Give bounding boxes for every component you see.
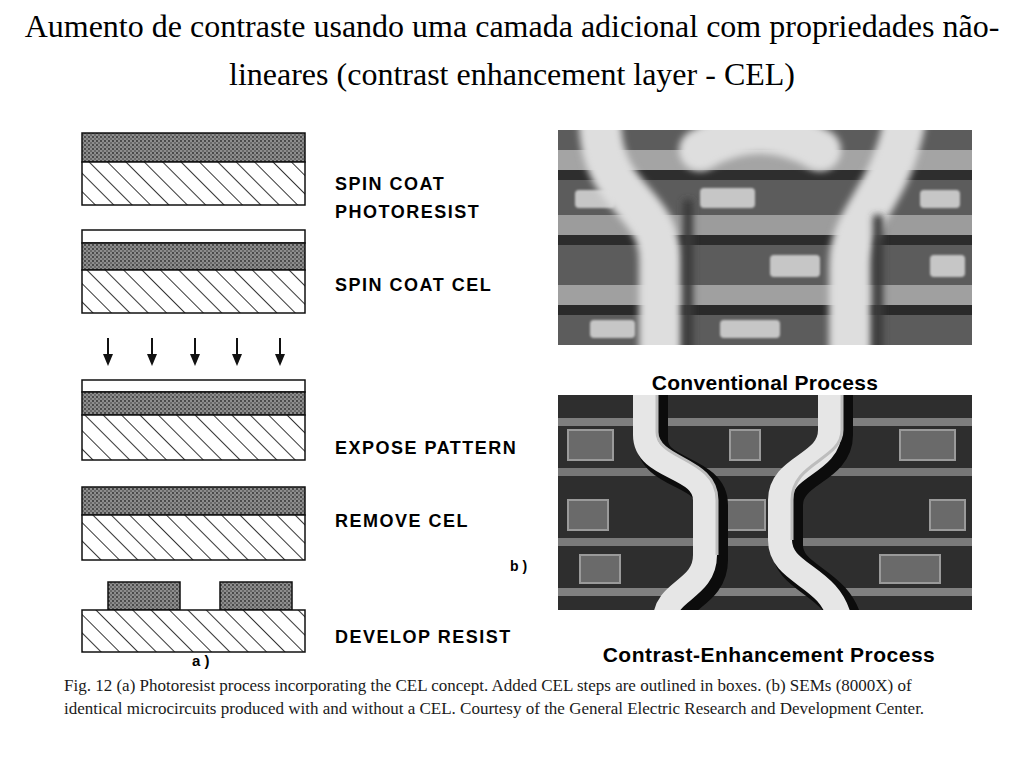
layer-stack — [82, 582, 305, 652]
layer-stack — [82, 230, 305, 313]
layer-stack — [82, 610, 305, 652]
sem-image — [688, 200, 878, 345]
exposure-arrows — [279, 338, 281, 356]
panel-letter: a ) — [192, 652, 210, 670]
layer-stack — [82, 515, 305, 560]
sem-image — [558, 285, 972, 305]
sem-image — [780, 395, 840, 610]
sem-image — [700, 133, 820, 151]
layer-stack — [82, 380, 305, 392]
step-label: DEVELOP RESIST — [335, 623, 512, 651]
sem-image — [770, 255, 820, 277]
sem-image — [920, 190, 960, 208]
exposure-arrows — [107, 338, 109, 356]
exposure-arrows — [190, 354, 200, 366]
exposure-arrows — [103, 354, 113, 366]
sem-image — [568, 430, 613, 460]
sem-image — [558, 395, 972, 610]
layer-stack — [82, 380, 305, 460]
layer-stack — [82, 270, 305, 313]
layer-stack — [82, 487, 305, 560]
sem-image — [568, 430, 965, 583]
sem-image — [645, 395, 705, 610]
sem-image — [930, 500, 965, 530]
layer-stack — [82, 133, 305, 205]
slide-title: Aumento de contraste usando uma camada a… — [6, 2, 1018, 98]
sem-image — [645, 395, 840, 610]
sem-image — [730, 430, 760, 460]
sem-image — [792, 395, 842, 540]
step-label: EXPOSE PATTERN — [335, 434, 517, 462]
sem-image — [720, 320, 780, 338]
sem-image — [930, 255, 965, 277]
step-label: REMOVE CEL — [335, 507, 469, 535]
panel-letter: b ) — [510, 557, 527, 575]
exposure-arrows — [275, 354, 285, 366]
step-label: SPIN COAT CEL — [335, 271, 492, 299]
exposure-arrows — [103, 338, 285, 366]
sem-image — [558, 588, 972, 596]
sem-image — [558, 468, 972, 476]
exposure-arrows — [194, 338, 196, 356]
sem-image — [558, 235, 972, 245]
image-label: Conventional Process — [652, 370, 879, 396]
layer-stack — [82, 487, 305, 515]
sem-image — [558, 418, 972, 426]
sem-image — [558, 305, 972, 315]
sem-image — [600, 130, 905, 345]
sem-image — [600, 130, 660, 345]
sem-image — [580, 555, 620, 583]
sem-image — [873, 215, 883, 345]
layer-stack — [82, 230, 305, 243]
layer-stack — [108, 582, 180, 610]
exposure-arrows — [232, 354, 242, 366]
layer-stack — [82, 162, 305, 205]
layer-stack — [82, 415, 305, 460]
figure-caption: Fig. 12 (a) Photoresist process incorpor… — [64, 674, 956, 720]
layer-stack — [82, 392, 305, 415]
sem-image — [657, 395, 842, 555]
exposure-arrows — [236, 338, 238, 356]
image-label: Contrast-Enhancement Process — [603, 642, 936, 668]
sem-image — [700, 188, 755, 208]
sem-image — [850, 130, 905, 345]
exposure-arrows — [151, 338, 153, 356]
sem-image — [568, 500, 608, 530]
layer-stack — [220, 582, 292, 610]
sem-image — [683, 200, 693, 345]
sem-image — [558, 130, 972, 345]
sem-image — [558, 538, 972, 546]
sem-image — [590, 320, 635, 338]
sem-image — [558, 395, 972, 610]
layer-stack — [82, 243, 305, 270]
layer-stack — [82, 133, 305, 162]
step-label: SPIN COAT PHOTORESIST — [335, 170, 513, 226]
sem-image — [657, 395, 717, 555]
sem-image — [880, 555, 940, 583]
exposure-arrows — [147, 354, 157, 366]
sem-image — [900, 430, 955, 460]
